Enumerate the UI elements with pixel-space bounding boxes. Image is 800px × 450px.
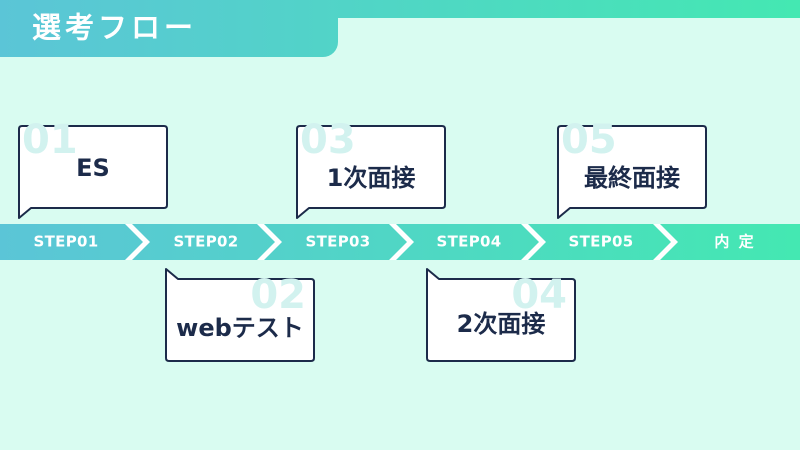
- flow-card-web-test: 02 webテスト: [165, 268, 315, 362]
- card-number: 01: [22, 117, 78, 163]
- step-label-2: STEP02: [173, 232, 239, 251]
- card-outline: [296, 125, 446, 219]
- card-text: webテスト: [176, 314, 304, 342]
- flow-card-final-interview: 05 最終面接: [557, 120, 707, 219]
- card-speech-bubble: [165, 268, 315, 362]
- step-arrow-4: [396, 224, 539, 260]
- step-arrow-5: [528, 224, 671, 260]
- card-number: 03: [300, 117, 356, 163]
- card-outline: [426, 268, 576, 362]
- card-text: 1次面接: [326, 164, 416, 192]
- step-arrow-2: [132, 224, 275, 260]
- card-speech-bubble: [296, 125, 446, 219]
- step-label-3: STEP03: [305, 232, 371, 251]
- card-speech-bubble: [18, 125, 168, 219]
- card-number: 02: [250, 272, 306, 318]
- title-tab: 選考フロー: [0, 0, 338, 57]
- card-number: 05: [561, 117, 617, 163]
- step-label-5: STEP05: [568, 232, 634, 251]
- card-outline: [165, 268, 315, 362]
- card-text: 2次面接: [456, 310, 546, 338]
- card-text: ES: [76, 154, 110, 182]
- card-number: 04: [511, 272, 567, 318]
- step-label-1: STEP01: [33, 232, 99, 251]
- flow-card-first-interview: 03 1次面接: [296, 120, 446, 219]
- card-outline: [18, 125, 168, 219]
- step-band-graphic: [0, 224, 800, 260]
- step-band: STEP01 STEP02 STEP03 STEP04 STEP05 内 定: [0, 224, 800, 260]
- card-speech-bubble: [426, 268, 576, 362]
- card-text: 最終面接: [584, 164, 680, 192]
- flow-card-es: 01 ES: [18, 120, 168, 219]
- card-speech-bubble: [557, 125, 707, 219]
- flow-card-second-interview: 04 2次面接: [426, 268, 576, 362]
- step-label-offer: 内 定: [714, 232, 756, 251]
- card-outline: [557, 125, 707, 219]
- step-label-4: STEP04: [436, 232, 502, 251]
- step-arrow-offer: [660, 224, 800, 260]
- page-title: 選考フロー: [32, 10, 198, 45]
- step-arrow-1: [0, 224, 143, 260]
- step-arrow-3: [264, 224, 407, 260]
